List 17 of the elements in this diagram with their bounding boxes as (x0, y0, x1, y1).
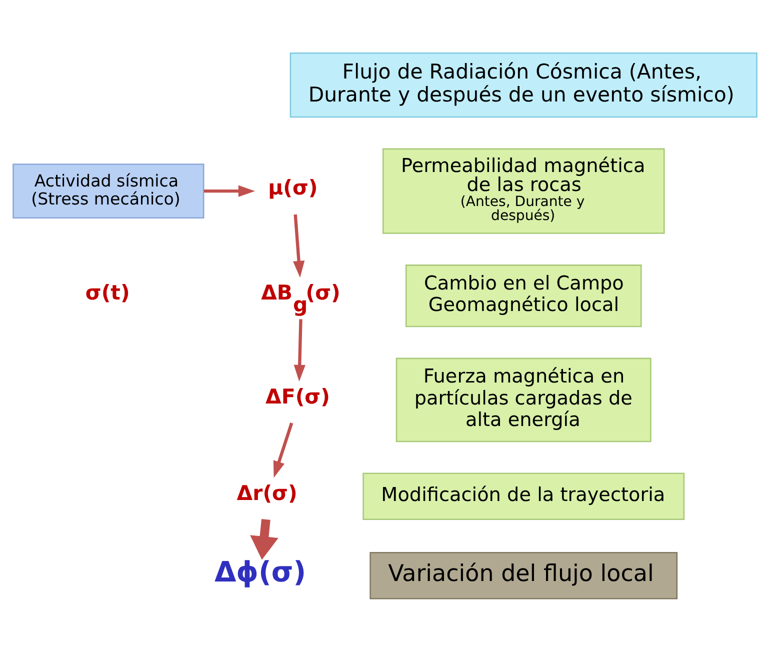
node-box: Variación del flujo local (370, 551, 678, 599)
node-text: ΔF(σ) (266, 384, 330, 408)
node-text: Δϕ(σ) (214, 554, 306, 588)
node-box: Cambio en el Campo Geomagnético local (405, 264, 642, 327)
node-label: σ(t) (85, 280, 130, 304)
node-box: Permeabilidad magnética de las rocas (Antes, Durante y después) (382, 148, 665, 234)
arrow (273, 422, 294, 478)
arrow (293, 214, 305, 278)
node-box: Modificación de la trayectoria (362, 472, 685, 520)
node-box: Actividad sísmica (Stress mecánico) (12, 163, 204, 218)
arrow (204, 184, 256, 196)
node-box: Fuerza magnética en partículas cargadas de alta energía (396, 357, 652, 442)
node-text: μ(σ) (268, 175, 318, 200)
arrow (294, 318, 306, 382)
node-text: Δr(σ) (236, 480, 298, 504)
arrow (250, 518, 278, 560)
node-box: Flujo de Radiación Cósmica (Antes, Durante y después de un evento sísmico) (290, 52, 758, 118)
